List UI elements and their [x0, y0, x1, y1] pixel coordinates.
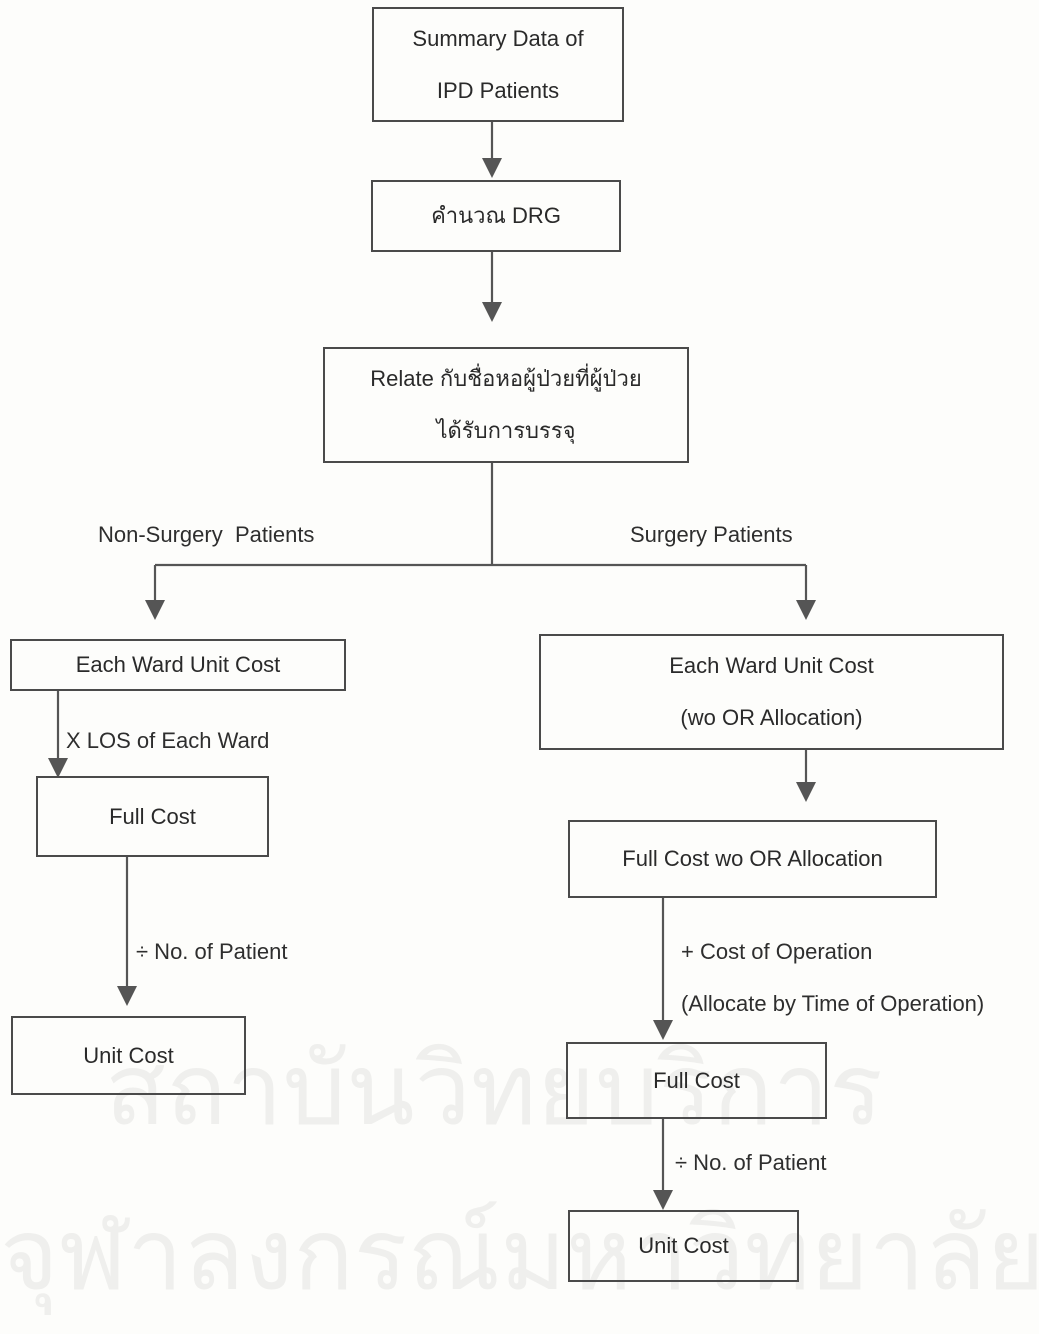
watermark-line-1: สถาบันวิทยบริการ — [105, 1031, 883, 1148]
label-div-patient-right: ÷ No. of Patient — [675, 1150, 827, 1175]
node-right-ward-unit-cost: Each Ward Unit Cost (wo OR Allocation) — [539, 634, 1004, 750]
node-summary-data: Summary Data of IPD Patients — [372, 7, 624, 122]
node-left-unit-line-1: Unit Cost — [83, 1042, 174, 1068]
node-right-unit-line-1: Unit Cost — [638, 1233, 729, 1258]
node-summary-line-2: IPD Patients — [436, 77, 560, 103]
connector-arrows — [48, 122, 816, 1210]
label-div-patient-left: ÷ No. of Patient — [136, 939, 288, 964]
node-right-fullwo-line-1: Full Cost wo OR Allocation — [622, 846, 883, 871]
node-summary-line-1: Summary Data of — [412, 25, 584, 51]
node-calc-drg: คำนวณ DRG — [371, 180, 621, 252]
node-left-full-line-1: Full Cost — [109, 803, 196, 829]
node-right-unit-cost: Unit Cost — [568, 1210, 799, 1282]
node-right-full-cost: Full Cost — [566, 1042, 827, 1119]
label-non-surgery: Non-Surgery Patients — [98, 522, 315, 547]
node-relate-line-1: Relate กับชื่อหอผู้ป่วยที่ผู้ป่วย — [370, 366, 642, 391]
node-left-ward-unit-cost: Each Ward Unit Cost — [10, 639, 346, 691]
node-right-full-cost-wo-or: Full Cost wo OR Allocation — [568, 820, 937, 898]
node-left-full-cost: Full Cost — [36, 776, 269, 857]
flowchart: สถาบันวิทยบริการ จุฬาลงกรณ์มหาวิทยาลัย S… — [0, 7, 1039, 1313]
label-x-los: X LOS of Each Ward — [66, 728, 270, 753]
node-left-ward-line-1: Each Ward Unit Cost — [75, 652, 281, 677]
label-plus-cost-operation: + Cost of Operation — [681, 939, 873, 964]
node-right-ward-line-2: (wo OR Allocation) — [680, 705, 863, 730]
node-left-unit-cost: Unit Cost — [11, 1016, 246, 1095]
node-relate-ward: Relate กับชื่อหอผู้ป่วยที่ผู้ป่วย ได้รับ… — [323, 347, 689, 463]
node-right-full-line-1: Full Cost — [653, 1067, 740, 1093]
label-surgery: Surgery Patients — [630, 522, 793, 547]
label-allocate-time-operation: (Allocate by Time of Operation) — [681, 991, 985, 1016]
node-right-ward-line-1: Each Ward Unit Cost — [669, 653, 874, 678]
node-relate-line-2: ได้รับการบรรจุ — [436, 418, 576, 443]
node-drg-line-1: คำนวณ DRG — [431, 203, 561, 228]
